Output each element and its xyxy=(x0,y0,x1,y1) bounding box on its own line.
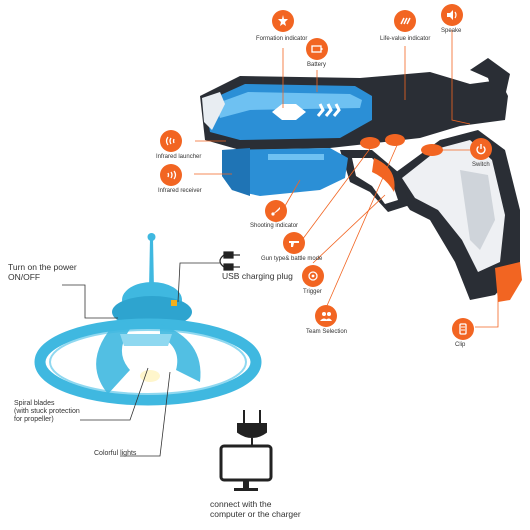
team-selection-icon xyxy=(315,305,337,327)
usb-label: USB charging plug xyxy=(222,271,293,281)
switch-label: Switch xyxy=(472,162,490,168)
blades-label: Spiral blades (with stuck protection for… xyxy=(14,400,80,424)
blades-label-line-3: for propeller) xyxy=(14,416,54,424)
team-selection-label: Team Selection xyxy=(306,329,348,335)
gun-type-label: Gun type& battle mode xyxy=(261,256,323,262)
gun-leader-lines xyxy=(194,30,499,328)
infrared-receiver-label: Infrared receiver xyxy=(158,188,202,194)
clip-label: Clip xyxy=(455,342,466,348)
battery-label: Battery xyxy=(307,62,327,68)
speaker-label: Speake xyxy=(441,28,462,34)
trigger-label: Trigger xyxy=(303,289,322,295)
power-switch-icon xyxy=(470,138,492,160)
blades-label-line-2: (with stuck protection xyxy=(14,408,80,416)
infrared-receiver-icon xyxy=(160,164,182,186)
trigger-icon xyxy=(302,265,324,287)
shooting-indicator-icon xyxy=(265,200,287,222)
monitor-icon xyxy=(219,444,273,491)
connect-label-line-2: computer or the charger xyxy=(210,508,301,519)
power-label-line-1: Turn on the power xyxy=(8,262,77,272)
formation-indicator-label: Formation indicator xyxy=(256,36,308,42)
formation-indicator-icon xyxy=(272,10,294,32)
usb-cable-icon xyxy=(219,251,240,271)
plug-icon xyxy=(237,410,267,446)
power-label-line-2: ON/OFF xyxy=(8,271,41,282)
connect-label-line-1: connect with the xyxy=(210,499,272,509)
drone-leader-lines xyxy=(62,262,220,457)
battery-icon xyxy=(306,38,328,60)
lights-label: Colorful lights xyxy=(94,450,137,457)
connect-label: connect with the computer or the charger xyxy=(210,499,301,520)
infrared-launcher-icon xyxy=(160,130,182,152)
infrared-launcher-label: Infrared launcher xyxy=(156,154,202,160)
laser-tag-gun xyxy=(200,58,522,302)
power-label: Turn on the power ON/OFF xyxy=(8,262,77,283)
life-value-icon xyxy=(394,10,416,32)
blades-label-line-1: Spiral blades xyxy=(14,400,55,407)
gun-type-icon xyxy=(283,232,305,254)
speaker-icon xyxy=(441,4,463,26)
shooting-indicator-label: Shooting indicator xyxy=(250,223,299,229)
clip-icon xyxy=(452,318,474,340)
flying-drone xyxy=(34,233,262,406)
life-value-indicator-label: Life-value indicator xyxy=(380,36,431,42)
